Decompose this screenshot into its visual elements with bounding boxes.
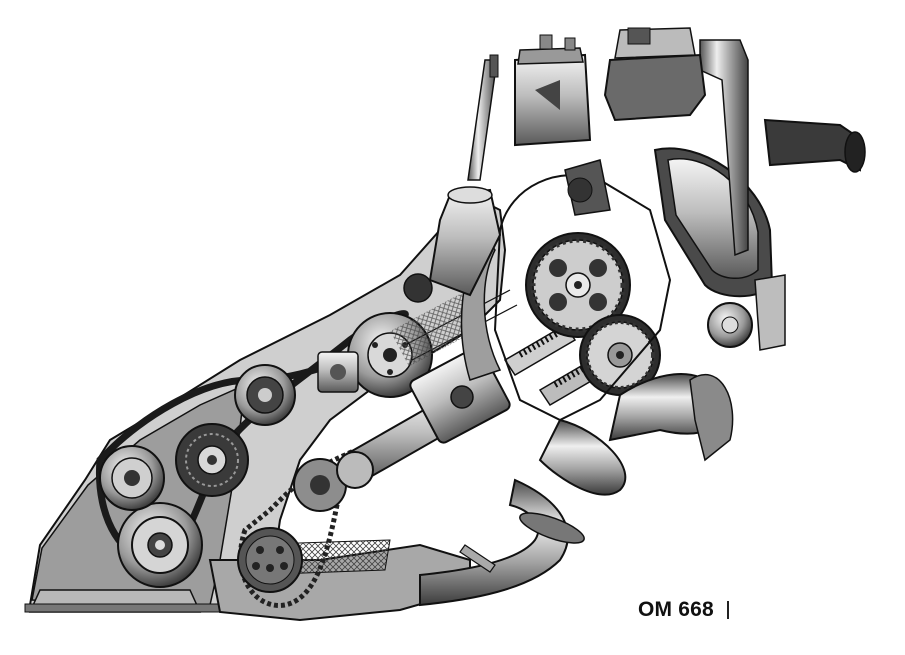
timing-chain — [237, 448, 358, 608]
exhaust-pipe — [419, 478, 585, 607]
fuel-injector — [459, 159, 611, 573]
oil-filter-housing — [403, 186, 502, 303]
intake-pipe — [699, 39, 866, 257]
vacuum-pump — [317, 351, 359, 393]
camshaft-sprocket-upper — [525, 232, 631, 338]
tensioner-pulley — [99, 445, 165, 511]
idler-pulley — [175, 423, 249, 497]
alternator-pulley — [234, 364, 296, 426]
camshaft-sprocket-lower — [579, 314, 661, 396]
egr-valve — [707, 274, 786, 351]
crankshaft-pulley — [117, 502, 203, 588]
air-filter-housing — [603, 27, 707, 122]
intake-manifold — [653, 147, 774, 298]
fuel-filter — [514, 34, 592, 147]
exhaust-manifold — [538, 373, 734, 496]
label-divider — [727, 601, 729, 619]
oil-filler-tube — [467, 54, 499, 181]
engine-model-label: OM 668 — [638, 598, 714, 621]
